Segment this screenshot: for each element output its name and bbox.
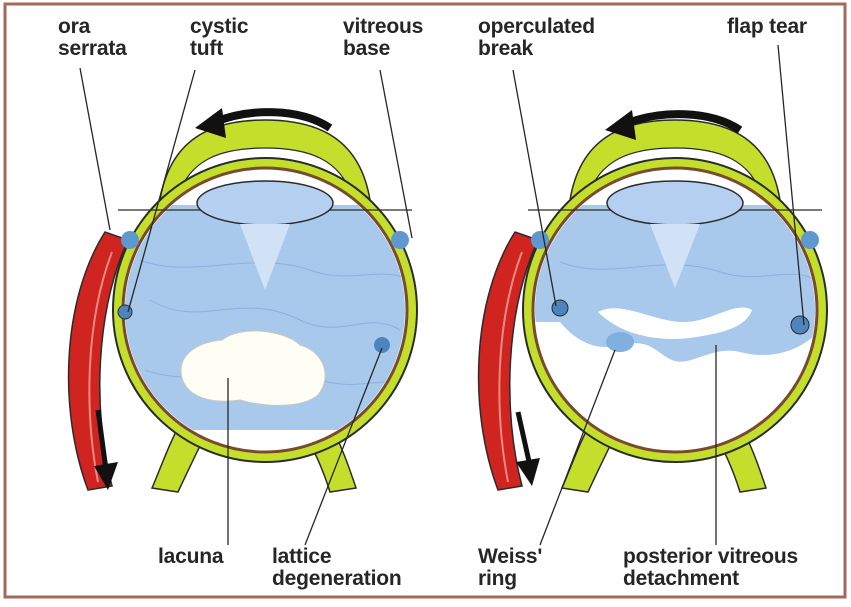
left-lens: [197, 181, 333, 225]
label-posterior-vitreous-detachment: posterior vitreous detachment: [623, 546, 798, 590]
right-weiss-ring: [606, 332, 634, 352]
label-lacuna: lacuna: [158, 546, 223, 568]
leader-ora-serrata: [80, 68, 110, 230]
label-weiss-ring: Weiss' ring: [478, 546, 542, 590]
left-lattice-spot: [374, 337, 390, 353]
label-lattice-degeneration: lattice degeneration: [272, 546, 401, 590]
right-down-arrow: [518, 412, 530, 466]
label-ora-serrata: ora serrata: [58, 16, 127, 60]
left-base-spot-1: [121, 231, 139, 249]
left-base-spot-2: [391, 231, 409, 249]
right-operculum-spot: [552, 300, 568, 316]
right-flap-tear-spot: [791, 316, 809, 334]
label-vitreous-base: vitreous base: [343, 16, 423, 60]
left-eye: [69, 108, 420, 492]
label-operculated-break: operculated break: [478, 16, 595, 60]
label-cystic-tuft: cystic tuft: [190, 16, 248, 60]
right-lens: [607, 181, 743, 225]
right-base-spot-2: [801, 231, 819, 249]
leader-vitreous-base: [380, 70, 412, 238]
right-base-spot-1: [531, 231, 549, 249]
label-flap-tear: flap tear: [727, 16, 807, 38]
